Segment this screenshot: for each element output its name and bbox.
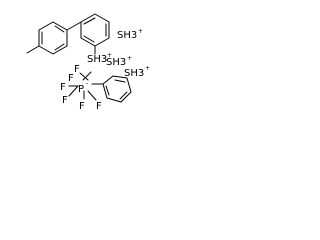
sh3-group-3: SH3 + <box>106 55 132 68</box>
phenyl-ring <box>102 75 132 103</box>
svg-text:-: - <box>86 80 88 87</box>
svg-text:+: + <box>127 55 132 62</box>
fluorine-label-2: F <box>60 82 66 93</box>
phosphorus-label: P <box>78 84 84 95</box>
sh3-group-4: SH3 + <box>124 65 150 79</box>
sh3-group-1: SH3 + <box>87 52 112 65</box>
tolyl-ring <box>38 21 68 55</box>
biphenyl-ring <box>80 13 110 47</box>
svg-text:SH3: SH3 <box>106 57 126 68</box>
fluorine-label-6: F <box>68 73 74 84</box>
svg-text:SH3: SH3 <box>117 30 137 41</box>
fluorine-label-4: F <box>79 101 85 112</box>
biaryl-bond <box>66 21 82 31</box>
svg-text:SH3: SH3 <box>124 68 144 79</box>
methyl-bond <box>26 45 40 54</box>
chemical-structure: SH3 + SH3 + SH3 + SH3 + P - F F F F F F <box>26 13 150 112</box>
svg-text:SH3: SH3 <box>87 54 107 65</box>
fluorine-label-3: F <box>62 95 68 106</box>
svg-text:+: + <box>138 28 143 35</box>
fluorine-label-5: F <box>96 101 102 112</box>
hexafluorophosphate: P - F F F F F F <box>60 64 102 112</box>
svg-text:+: + <box>107 52 112 59</box>
sh3-group-2: SH3 + <box>117 28 143 41</box>
svg-text:+: + <box>145 65 150 72</box>
fluorine-label-1: F <box>74 64 80 75</box>
